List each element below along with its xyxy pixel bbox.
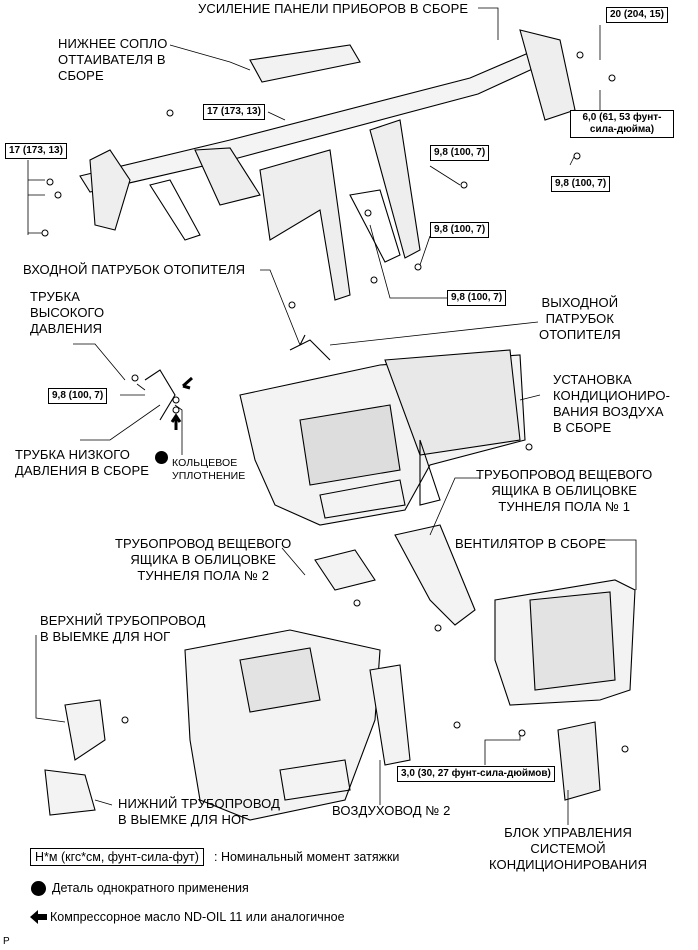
label-air-duct-2: ВОЗДУХОВОД № 2: [332, 803, 451, 818]
label-o-ring: КОЛЬЦЕВОЕ УПЛОТНЕНИЕ: [172, 457, 246, 482]
blower-drawing: [494, 579, 636, 706]
o-ring-circle-2: [172, 406, 180, 414]
legend-torque-box: Н*м (кгс*см, фунт-сила-фут): [30, 848, 204, 866]
label-console-duct-2: ТРУБОПРОВОД ВЕЩЕВОГО ЯЩИКА В ОБЛИЦОВКЕ Т…: [115, 536, 292, 583]
label-dashboard-reinforcement: УСИЛЕНИЕ ПАНЕЛИ ПРИБОРОВ В СБОРЕ: [198, 1, 469, 16]
legend-single-use: Деталь однократного применения: [52, 881, 249, 895]
torque-9-8-c: 9,8 (100, 7): [430, 222, 490, 238]
label-ac-unit: УСТАНОВКА КОНДИЦИОНИРО- ВАНИЯ ВОЗДУХА В …: [553, 372, 671, 435]
bolts: [41, 51, 629, 753]
label-upper-foot-duct: ВЕРХНИЙ ТРУБОПРОВОД В ВЫЕМКЕ ДЛЯ НОГ: [40, 613, 206, 644]
ac-control-drawing: [557, 721, 601, 801]
ac-unit-drawing-bottom: [184, 629, 381, 821]
label-ac-control: БЛОК УПРАВЛЕНИЯ СИСТЕМОЙ КОНДИЦИОНИРОВАН…: [489, 825, 648, 872]
torque-9-8-a: 9,8 (100, 7): [430, 145, 490, 161]
torque-17-left: 17 (173, 13): [5, 143, 67, 159]
label-heater-outlet: ВЫХОДНОЙ ПАТРУБОК ОТОПИТЕЛЯ: [539, 295, 621, 342]
refrigerant-tubes-drawing: [144, 369, 176, 421]
defroster-nozzle-drawing: [249, 44, 361, 83]
heater-pipes-drawing: [289, 334, 331, 361]
label-low-pressure-tube: ТРУБКА НИЗКОГО ДАВЛЕНИЯ В СБОРЕ: [15, 447, 150, 478]
label-high-pressure-tube: ТРУБКА ВЫСОКОГО ДАВЛЕНИЯ: [30, 289, 105, 336]
ac-unit-drawing-top: [239, 349, 526, 526]
o-ring-circle-1: [172, 396, 180, 404]
torque-6: 6,0 (61, 53 фунт- сила-дюйма): [570, 110, 674, 138]
leader-lines: [27, 7, 637, 825]
label-blower: ВЕНТИЛЯТОР В СБОРЕ: [455, 536, 606, 551]
single-use-dot-icon: [155, 451, 168, 464]
label-lower-foot-duct: НИЖНИЙ ТРУБОПРОВОД В ВЫЕМКЕ ДЛЯ НОГ: [118, 796, 281, 827]
torque-9-8-d: 9,8 (100, 7): [447, 290, 507, 306]
torque-9-8-left: 9,8 (100, 7): [48, 388, 108, 404]
legend-torque-text: : Номинальный момент затяжки: [214, 850, 400, 864]
lower-foot-duct-drawing: [44, 769, 96, 816]
oil-arrow-1: [182, 376, 193, 390]
console-duct-2-drawing: [314, 549, 376, 591]
torque-20: 20 (204, 15): [606, 7, 668, 23]
label-heater-inlet: ВХОДНОЙ ПАТРУБОК ОТОПИТЕЛЯ: [23, 262, 246, 277]
air-duct-2-drawing: [369, 664, 411, 766]
upper-foot-duct-drawing: [64, 699, 106, 761]
torque-9-8-b: 9,8 (100, 7): [551, 176, 611, 192]
label-defroster-nozzle: НИЖНЕЕ СОПЛО ОТТАИВАТЕЛЯ В СБОРЕ: [58, 36, 168, 83]
torque-3: 3,0 (30, 27 фунт-сила-дюймов): [397, 766, 555, 782]
dashboard-reinforcement-drawing: [79, 29, 576, 301]
torque-17-top: 17 (173, 13): [203, 104, 265, 120]
page-code: P: [3, 936, 10, 947]
oil-arrow-2: [170, 413, 182, 430]
single-use-legend-icon: [31, 881, 46, 896]
label-console-duct-1: ТРУБОПРОВОД ВЕЩЕВОГО ЯЩИКА В ОБЛИЦОВКЕ Т…: [476, 467, 653, 514]
console-duct-1-drawing: [394, 524, 476, 626]
legend-oil: Компрессорное масло ND-OIL 11 или аналог…: [50, 910, 345, 924]
